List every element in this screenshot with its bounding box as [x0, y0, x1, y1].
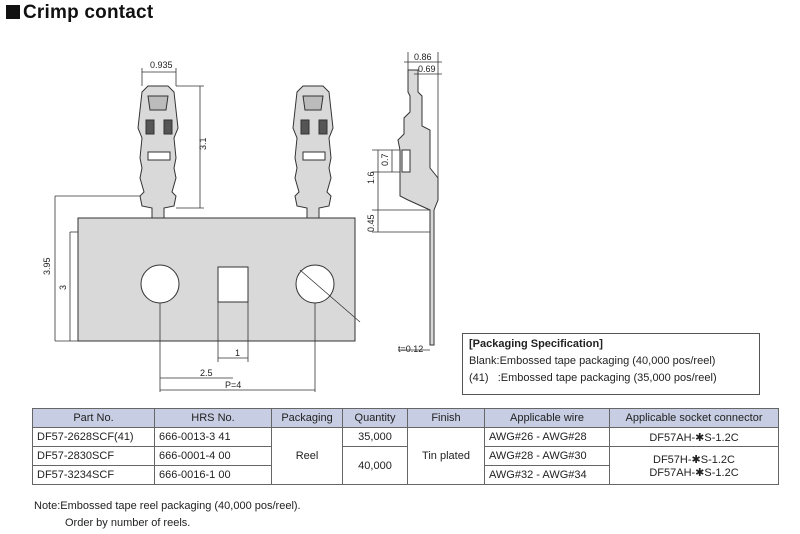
pilot-hole-left [140, 264, 180, 304]
col-socket: Applicable socket connector [609, 408, 779, 428]
title-text: Crimp contact [23, 2, 154, 23]
dim-pitch: P=4 [225, 380, 241, 390]
col-hrs-no: HRS No. [154, 408, 272, 428]
table-row: DF57-2628SCF(41) 666-0013-3 41 Reel 35,0… [32, 427, 779, 485]
contact-left [137, 85, 179, 219]
note-line-2: Order by number of reels. [65, 517, 191, 529]
quantity-cell: 40,000 [342, 446, 408, 485]
dim-31: 3.1 [198, 137, 208, 150]
dim-07: 0.7 [380, 153, 390, 166]
socket-cell: DF57AH-✱S-1.2C [609, 427, 779, 447]
hrs-no-cell: 666-0001-4 00 [154, 446, 272, 466]
col-finish: Finish [407, 408, 485, 428]
quantity-cell: 35,000 [342, 427, 408, 447]
wire-cell: AWG#32 - AWG#34 [484, 465, 610, 485]
parts-table: Part No. HRS No. Packaging Quantity Fini… [32, 408, 779, 485]
part-no-cell: DF57-2830SCF [32, 446, 155, 466]
hrs-no-cell: 666-0016-1 00 [154, 465, 272, 485]
part-no-cell: DF57-3234SCF [32, 465, 155, 485]
table-header-row: Part No. HRS No. Packaging Quantity Fini… [32, 408, 779, 428]
packaging-spec-box: [Packaging Specification] Blank:Embossed… [462, 333, 760, 395]
packaging-cell: Reel [271, 427, 343, 485]
wire-cell: AWG#26 - AWG#28 [484, 427, 610, 447]
packaging-line-2: (41) :Embossed tape packaging (35,000 po… [469, 372, 717, 384]
table-row: DF57-2830SCF 666-0001-4 00 40,000 AWG#28… [32, 446, 779, 485]
note: Note:Embossed tape reel packaging (40,00… [34, 498, 301, 532]
contact-right [292, 85, 334, 219]
dim-t012: t=0.12 [398, 344, 423, 354]
dim-0935: 0.935 [150, 60, 173, 70]
dim-045: 0.45 [366, 214, 376, 232]
dimension-lines [54, 52, 442, 392]
packaging-heading: [Packaging Specification] [469, 338, 603, 350]
socket-line-2: DF57AH-✱S-1.2C [649, 466, 739, 479]
col-part-no: Part No. [32, 408, 155, 428]
part-no-cell: DF57-2628SCF(41) [32, 427, 155, 447]
dim-086: 0.86 [414, 52, 432, 62]
pilot-hole-right [295, 264, 335, 304]
note-line-1: Note:Embossed tape reel packaging (40,00… [34, 500, 301, 512]
strip-slot [217, 266, 249, 303]
square-bullet-icon [6, 5, 20, 19]
dim-16: 1.6 [366, 171, 376, 184]
wire-cell: AWG#28 - AWG#30 [484, 446, 610, 466]
crimp-contact-drawing: 0.935 3.1 3.95 3 1 2.5 P=4 0.86 0.69 0.7… [42, 52, 442, 392]
table-row: DF57-3234SCF 666-0016-1 00 AWG#32 - AWG#… [32, 465, 779, 485]
socket-line-1: DF57H-✱S-1.2C [653, 453, 735, 466]
col-quantity: Quantity [342, 408, 408, 428]
section-title: Crimp contact [6, 2, 153, 24]
col-wire: Applicable wire [484, 408, 610, 428]
finish-cell: Tin plated [407, 427, 485, 485]
dim-25: 2.5 [200, 368, 213, 378]
packaging-line-1: Blank:Embossed tape packaging (40,000 po… [469, 355, 716, 367]
dim-395: 3.95 [42, 257, 52, 275]
dim-1: 1 [235, 348, 240, 358]
dim-069: 0.69 [418, 64, 436, 74]
hrs-no-cell: 666-0013-3 41 [154, 427, 272, 447]
contact-side-view [397, 69, 439, 346]
col-packaging: Packaging [271, 408, 343, 428]
dim-3: 3 [58, 285, 68, 290]
